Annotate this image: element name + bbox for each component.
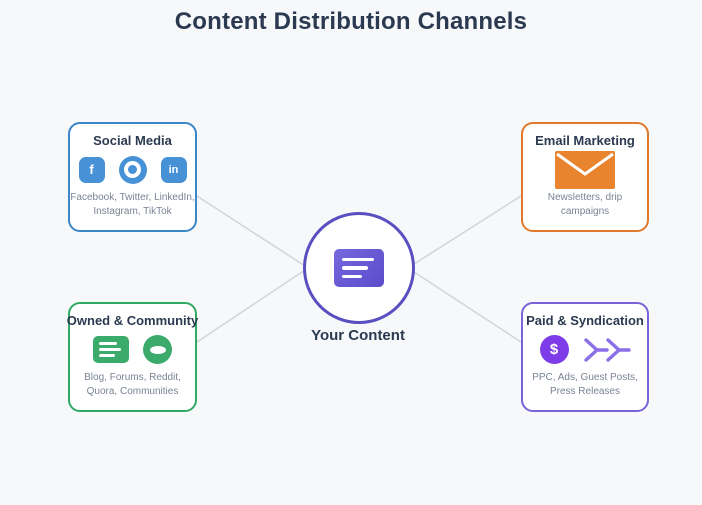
node-email-marketing-description: Newsletters, drip campaigns	[547, 192, 623, 217]
connector-center-to-paid	[410, 269, 522, 343]
node-social-media-description: Facebook, Twitter, LinkedIn, Instagram, …	[70, 192, 195, 217]
dollar-icon: $	[539, 335, 569, 365]
node-social-media-title: Social Media	[93, 133, 172, 148]
owned-icon-row	[93, 335, 172, 365]
node-paid-syndication-description: PPC, Ads, Guest Posts, Press Releases	[532, 372, 638, 397]
email-icon-row	[555, 150, 615, 189]
paid-icon-row: $	[539, 335, 631, 365]
connector-social-to-center	[196, 195, 306, 267]
node-paid-syndication-title: Paid & Syndication	[526, 313, 644, 328]
facebook-icon: f	[78, 156, 105, 183]
community-lens-icon	[143, 335, 172, 365]
envelope-icon	[555, 150, 615, 189]
center-hub	[303, 212, 415, 324]
blog-lines-icon	[93, 336, 129, 364]
page-title: Content Distribution Channels	[174, 8, 528, 35]
linkedin-icon: in	[160, 156, 187, 183]
content-document-icon	[334, 249, 384, 287]
node-owned-community-title: Owned & Community	[66, 313, 199, 328]
social-icon-row: f in	[78, 155, 187, 184]
node-email-marketing-title: Email Marketing	[535, 133, 635, 148]
node-owned-community: Owned & Community Blog, Forums, Reddit, …	[66, 302, 199, 412]
connector-owned-to-center	[196, 269, 306, 343]
center-hub-label: Your Content	[311, 327, 405, 344]
node-owned-community-description: Blog, Forums, Reddit, Quora, Communities	[84, 372, 181, 397]
connector-center-to-email	[410, 195, 522, 267]
node-email-marketing: Email Marketing Newsletters, drip campai…	[521, 122, 649, 232]
twitter-target-icon	[118, 155, 147, 184]
syndication-arrows-icon	[583, 338, 631, 362]
node-paid-syndication: Paid & Syndication $ PPC, Ads, Guest Pos…	[521, 302, 649, 412]
node-social-media: Social Media f in Facebook, Twitter, Lin…	[68, 122, 197, 232]
